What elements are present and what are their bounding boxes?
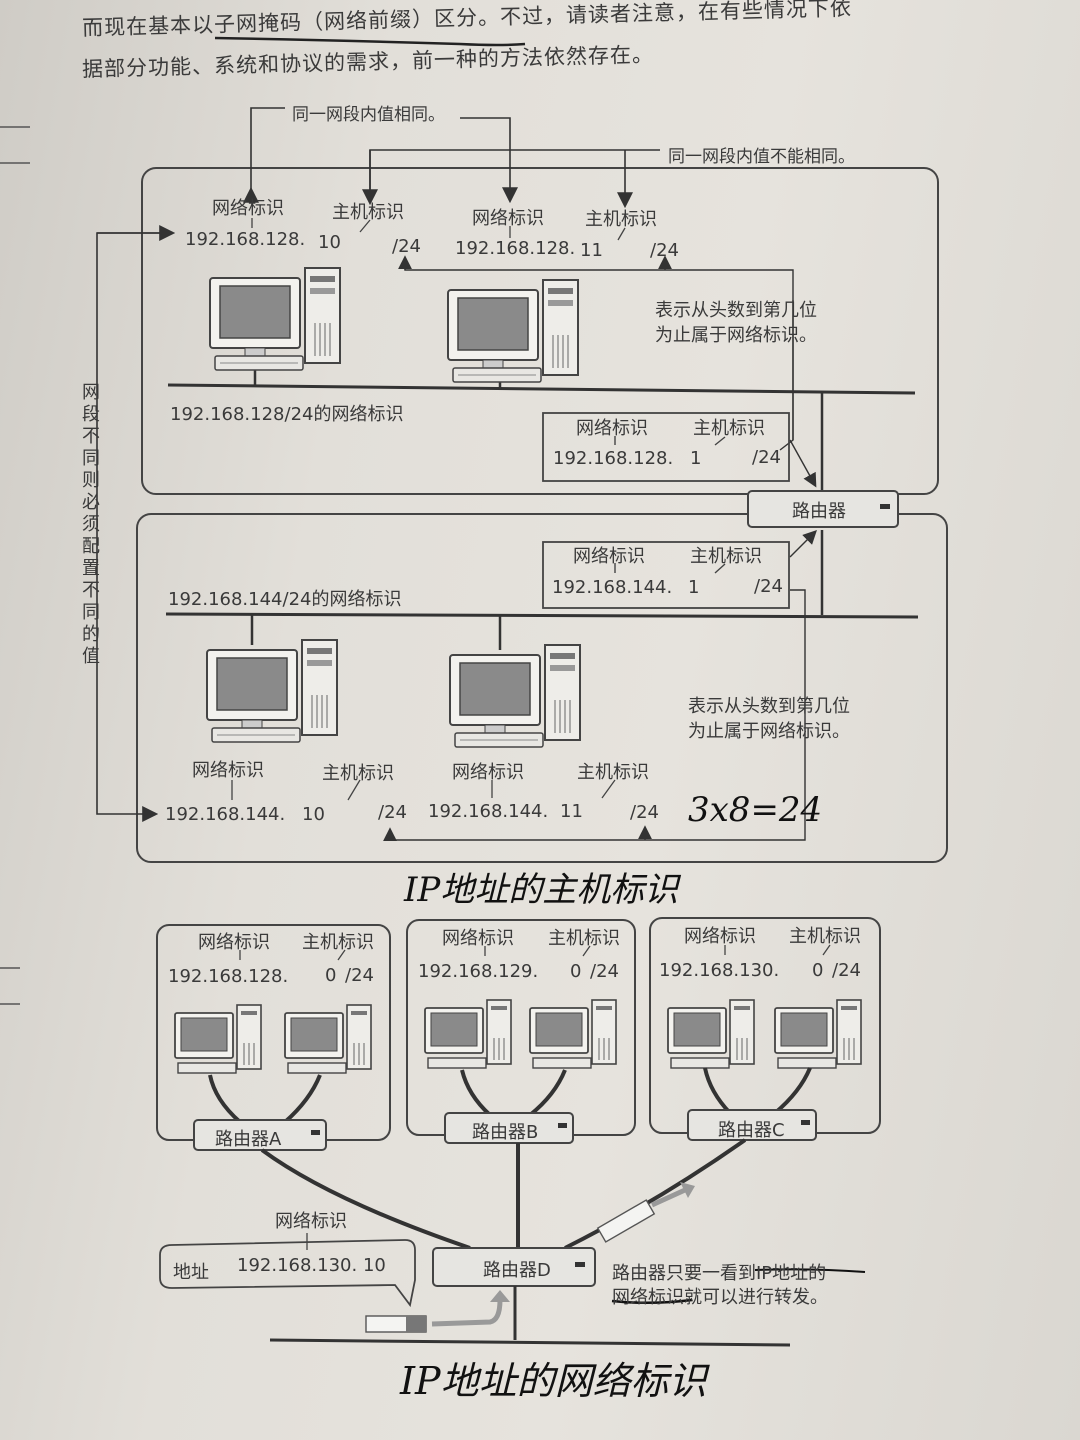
seg1-h1-host: 10: [318, 232, 341, 253]
subnet1-host-label: 主机标识: [302, 932, 374, 953]
seg2-prefix-note-a: 表示从头数到第几位: [688, 696, 850, 717]
seg1-h1-host-label: 主机标识: [332, 202, 404, 223]
seg2-h2-prefix: /24: [630, 802, 659, 823]
forward-note-1: 路由器只要一看到IP地址的: [612, 1263, 827, 1284]
subnet1-net: 192.168.128.: [168, 966, 289, 987]
subnet2-host: 0: [570, 961, 582, 982]
router-c-label: 路由器C: [718, 1120, 785, 1141]
handwritten-calc: 3x8=24: [688, 790, 823, 830]
seg1-if-host: 1: [690, 448, 702, 469]
seg2-caption: 192.168.144/24的网络标识: [168, 589, 402, 610]
seg1-h2-net: 192.168.128.: [455, 238, 576, 259]
seg1-h2-net-label: 网络标识: [472, 208, 544, 229]
seg2-h2-net: 192.168.144.: [428, 801, 549, 822]
seg2-if-host: 1: [688, 577, 700, 598]
seg2-if-net-label: 网络标识: [573, 546, 645, 567]
subnet1-host: 0: [325, 965, 337, 986]
subnet2-prefix: /24: [590, 961, 619, 982]
seg1-if-net: 192.168.128.: [553, 448, 674, 469]
seg2-h1-net: 192.168.144.: [165, 804, 286, 825]
subnet3-host: 0: [812, 960, 824, 981]
handwritten-title-host: IP地址的主机标识: [404, 870, 679, 910]
seg2-if-net: 192.168.144.: [552, 577, 673, 598]
seg1-prefix-note-a: 表示从头数到第几位: [655, 300, 817, 321]
seg2-h2-net-label: 网络标识: [452, 762, 524, 783]
seg2-h1-host-label: 主机标识: [322, 763, 394, 784]
subnet2-host-label: 主机标识: [548, 928, 620, 949]
router-a-label: 路由器A: [215, 1129, 282, 1150]
seg2-h2-host-label: 主机标识: [577, 762, 649, 783]
seg1-caption: 192.168.128/24的网络标识: [170, 404, 404, 425]
callout-diff-value: 同一网段内值不能相同。: [668, 147, 855, 167]
callout-same-value: 同一网段内值相同。: [292, 105, 445, 125]
seg2-if-prefix: /24: [754, 576, 783, 597]
subnet3-net: 192.168.130.: [659, 960, 780, 981]
address-label: 地址: [173, 1262, 209, 1283]
subnet2-net-label: 网络标识: [442, 928, 514, 949]
router-d-label: 路由器D: [483, 1260, 551, 1281]
seg1-if-host-label: 主机标识: [693, 418, 765, 439]
dest-net-label: 网络标识: [275, 1211, 347, 1232]
seg1-prefix-note-b: 为止属于网络标识。: [655, 325, 817, 346]
seg2-prefix-note-b: 为止属于网络标识。: [688, 721, 850, 742]
dest-address: 192.168.130. 10: [237, 1255, 386, 1276]
seg1-h2-host: 11: [580, 240, 603, 261]
seg2-h2-host: 11: [560, 801, 583, 822]
seg1-h1-prefix: /24: [392, 236, 421, 257]
forward-note-2: 网络标识就可以进行转发。: [612, 1287, 828, 1308]
subnet1-prefix: /24: [345, 965, 374, 986]
seg1-if-prefix: /24: [752, 447, 781, 468]
seg1-h2-host-label: 主机标识: [585, 209, 657, 230]
router-b-label: 路由器B: [472, 1122, 539, 1143]
seg2-h1-net-label: 网络标识: [192, 760, 264, 781]
handwritten-title-net: IP地址的网络标识: [400, 1359, 707, 1403]
seg2-if-host-label: 主机标识: [690, 546, 762, 567]
seg1-h1-net-label: 网络标识: [212, 198, 284, 219]
subnet3-prefix: /24: [832, 960, 861, 981]
subnet3-net-label: 网络标识: [684, 926, 756, 947]
vertical-note: 网段不同则必须配置不同的值: [82, 382, 100, 667]
seg1-if-net-label: 网络标识: [576, 418, 648, 439]
subnet1-net-label: 网络标识: [198, 932, 270, 953]
seg1-h2-prefix: /24: [650, 240, 679, 261]
subnet2-net: 192.168.129.: [418, 961, 539, 982]
seg2-h1-prefix: /24: [378, 802, 407, 823]
subnet3-host-label: 主机标识: [789, 926, 861, 947]
seg1-h1-net: 192.168.128.: [185, 229, 306, 250]
seg2-h1-host: 10: [302, 804, 325, 825]
upper-router-label: 路由器: [792, 501, 846, 522]
